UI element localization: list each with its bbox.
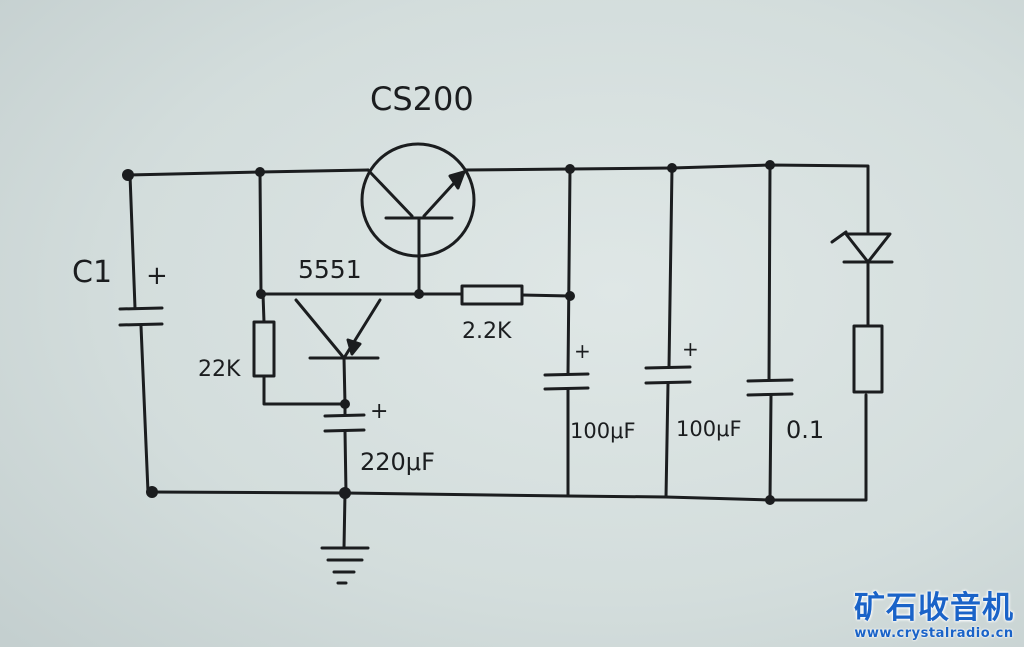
transistor-5551 <box>294 298 382 406</box>
polarity-out2: + <box>682 337 699 361</box>
capacitor-out3-0-1 <box>746 163 794 502</box>
label-5551: 5551 <box>298 255 362 284</box>
junction-dot <box>339 487 351 499</box>
watermark-site-name: 矿石收音机 <box>854 590 1014 626</box>
capacitor-c1 <box>118 173 164 494</box>
junction-dot <box>667 163 677 173</box>
emitter-arrow <box>448 170 466 190</box>
label-c1: C1 <box>72 255 112 290</box>
label-out1: 100μF <box>570 419 636 443</box>
led-indicator <box>830 230 894 328</box>
junction-dots <box>122 160 775 505</box>
polarity-c1: + <box>146 261 168 291</box>
junction-dot <box>765 495 775 505</box>
junction-dot <box>122 169 134 181</box>
resistor-22k <box>252 320 347 406</box>
junction-dot <box>565 164 575 174</box>
watermark-url: www.crystalradio.cn <box>854 626 1014 641</box>
base-arrow <box>346 338 362 356</box>
resistor-led <box>852 324 884 394</box>
label-22k: 22K <box>198 357 241 382</box>
site-watermark: 矿石收音机 www.crystalradio.cn <box>854 590 1014 641</box>
junction-dot <box>256 289 266 299</box>
label-out2: 100μF <box>676 417 742 441</box>
capacitor-out2-100uf <box>644 166 692 499</box>
resistor-2-2k <box>417 284 572 306</box>
junction-dot <box>565 291 575 301</box>
junction-dot <box>146 486 158 498</box>
transistor-cs200 <box>360 142 476 294</box>
junction-dot <box>340 399 350 409</box>
label-out3: 0.1 <box>786 416 824 444</box>
ground-symbol <box>320 491 370 585</box>
bias-branch <box>258 170 421 324</box>
junction-dot <box>255 167 265 177</box>
junction-dot <box>765 160 775 170</box>
polarity-220uf: + <box>370 399 388 424</box>
polarity-out1: + <box>574 339 591 363</box>
title-cs200: CS200 <box>370 80 474 118</box>
label-220uf: 220μF <box>360 448 435 476</box>
junction-dot <box>414 289 424 299</box>
capacitor-out1-100uf <box>543 167 590 498</box>
label-2-2k: 2.2K <box>462 319 512 344</box>
